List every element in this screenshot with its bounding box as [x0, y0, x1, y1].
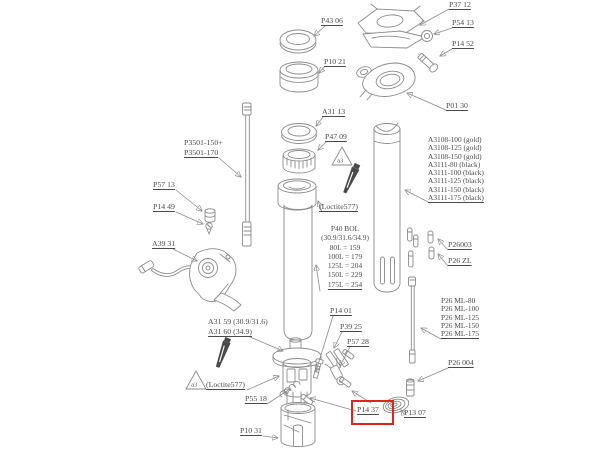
option-line: A3111-125 (black): [428, 176, 484, 186]
option-line: A3111-80 (black): [428, 159, 481, 169]
bearing-ring-drawing: [282, 148, 316, 174]
part-label-p39-25: P39 25: [340, 322, 362, 331]
collar-drawing: [279, 61, 319, 93]
part-label-p37-12: P37 12: [449, 0, 471, 9]
part-label-p55-18: P55 18: [245, 394, 267, 403]
part-label-p14-37[interactable]: P14 37: [357, 405, 379, 414]
glue-tube-icon: [343, 162, 361, 194]
top-ring-drawing: [281, 123, 317, 144]
option-line: P26 ML-80: [441, 296, 476, 305]
option-line: P26 ML-175: [441, 329, 479, 339]
part-label-p26-zl: P26 ZL: [448, 256, 472, 265]
loctite-note-bottom: (Loctite577): [206, 380, 245, 389]
barrel-screw-drawing: [204, 208, 216, 235]
a3-triangle-marker: a3: [331, 146, 353, 166]
a3-triangle-marker: a3: [185, 370, 207, 390]
size-line: 80L = 159: [329, 242, 361, 252]
nut-drawing: [421, 30, 433, 42]
bolt-drawing: [417, 53, 439, 73]
head-assembly-drawing: [356, 62, 416, 101]
pins-drawing: [407, 227, 435, 268]
part-label-p3501-150: P3501-150+: [184, 138, 223, 147]
part-label-p54-13: P54 13: [452, 18, 474, 27]
leader-lines: [172, 8, 453, 438]
lower-tube-drawing: [277, 178, 317, 341]
part-label-a39-31: A39 31: [152, 239, 176, 248]
option-line: A3108-100 (gold): [428, 135, 482, 144]
part-label-a31-13: A31 13: [322, 107, 346, 116]
part-label-p3501-170: P3501-170: [184, 148, 219, 157]
svg-text:a3: a3: [191, 382, 197, 389]
inner-rod-drawing: [242, 102, 252, 247]
option-line: A3111-175 (black): [428, 193, 484, 203]
screws-p14-37-drawing: [339, 349, 355, 388]
size-line: 125L = 204: [327, 261, 363, 271]
part-label-p47-09: P47 09: [325, 132, 347, 141]
part-options-p26-ml: P26 ML-80 P26 ML-100 P26 ML-125 P26 ML-1…: [441, 296, 479, 339]
option-line: P26 ML-125: [441, 312, 479, 322]
ml-rod-drawing: [408, 276, 416, 364]
loctite-note-top: (Loctite577): [319, 202, 358, 211]
part-label-p13-07: P13 07: [404, 408, 426, 417]
option-line: P26 ML-100: [441, 304, 479, 314]
part-options-a3108: A3108-100 (gold) A3108-125 (gold) A3108-…: [428, 135, 484, 203]
glue-tube-icon: [215, 337, 231, 368]
mast-tube-drawing: [373, 122, 401, 293]
part-label-p14-49: P14 49: [153, 202, 175, 211]
saddle-clamp-drawing: [357, 3, 426, 49]
size-line: (30.9/31.6/34.9): [321, 233, 369, 243]
seal-ring-drawing: [279, 29, 317, 54]
size-line: P40 BOL: [330, 224, 360, 233]
size-line: 175L = 254: [327, 279, 363, 289]
option-line: A3108-125 (gold): [428, 143, 482, 153]
svg-text:a3: a3: [337, 158, 343, 165]
part-label-a31-59: A31 59 (30.9/31.6): [208, 317, 268, 326]
highlight-box: [351, 400, 394, 425]
part-label-p14-52: P14 52: [452, 39, 474, 48]
spring-drawing: [279, 380, 314, 406]
part-label-p14-01: P14 01: [330, 306, 352, 315]
part-label-p01-30: P01 30: [446, 101, 468, 110]
part-label-p26-004: P26 004: [448, 358, 474, 367]
part-label-a31-60: A31 60 (34.9): [208, 327, 252, 336]
option-line: A3111-100 (black): [428, 168, 484, 178]
part-label-p10-21: P10 21: [324, 57, 346, 66]
part-label-p10-31: P10 31: [240, 426, 262, 435]
part-label-p57-13: P57 13: [153, 180, 175, 189]
piston-assembly-drawing: [272, 337, 322, 409]
part-size-table-p40: P40 BOL (30.9/31.6/34.9) 80L = 159 100L …: [316, 224, 374, 290]
bottom-cup-drawing: [280, 402, 316, 447]
size-line: 100L = 179: [327, 251, 363, 261]
part-label-p57-28: P57 28: [347, 337, 369, 346]
option-line: P26 ML-150: [441, 320, 479, 330]
option-line: A3111-150 (black): [428, 184, 484, 194]
part-label-p43-06: P43 06: [321, 16, 343, 25]
size-line: 150L = 229: [327, 270, 363, 280]
part-label-p26003: P26003: [448, 240, 472, 249]
option-line: A3108-150 (gold): [428, 151, 482, 161]
remote-lever-drawing: [138, 248, 242, 312]
small-cylinder-drawing: [406, 378, 415, 397]
